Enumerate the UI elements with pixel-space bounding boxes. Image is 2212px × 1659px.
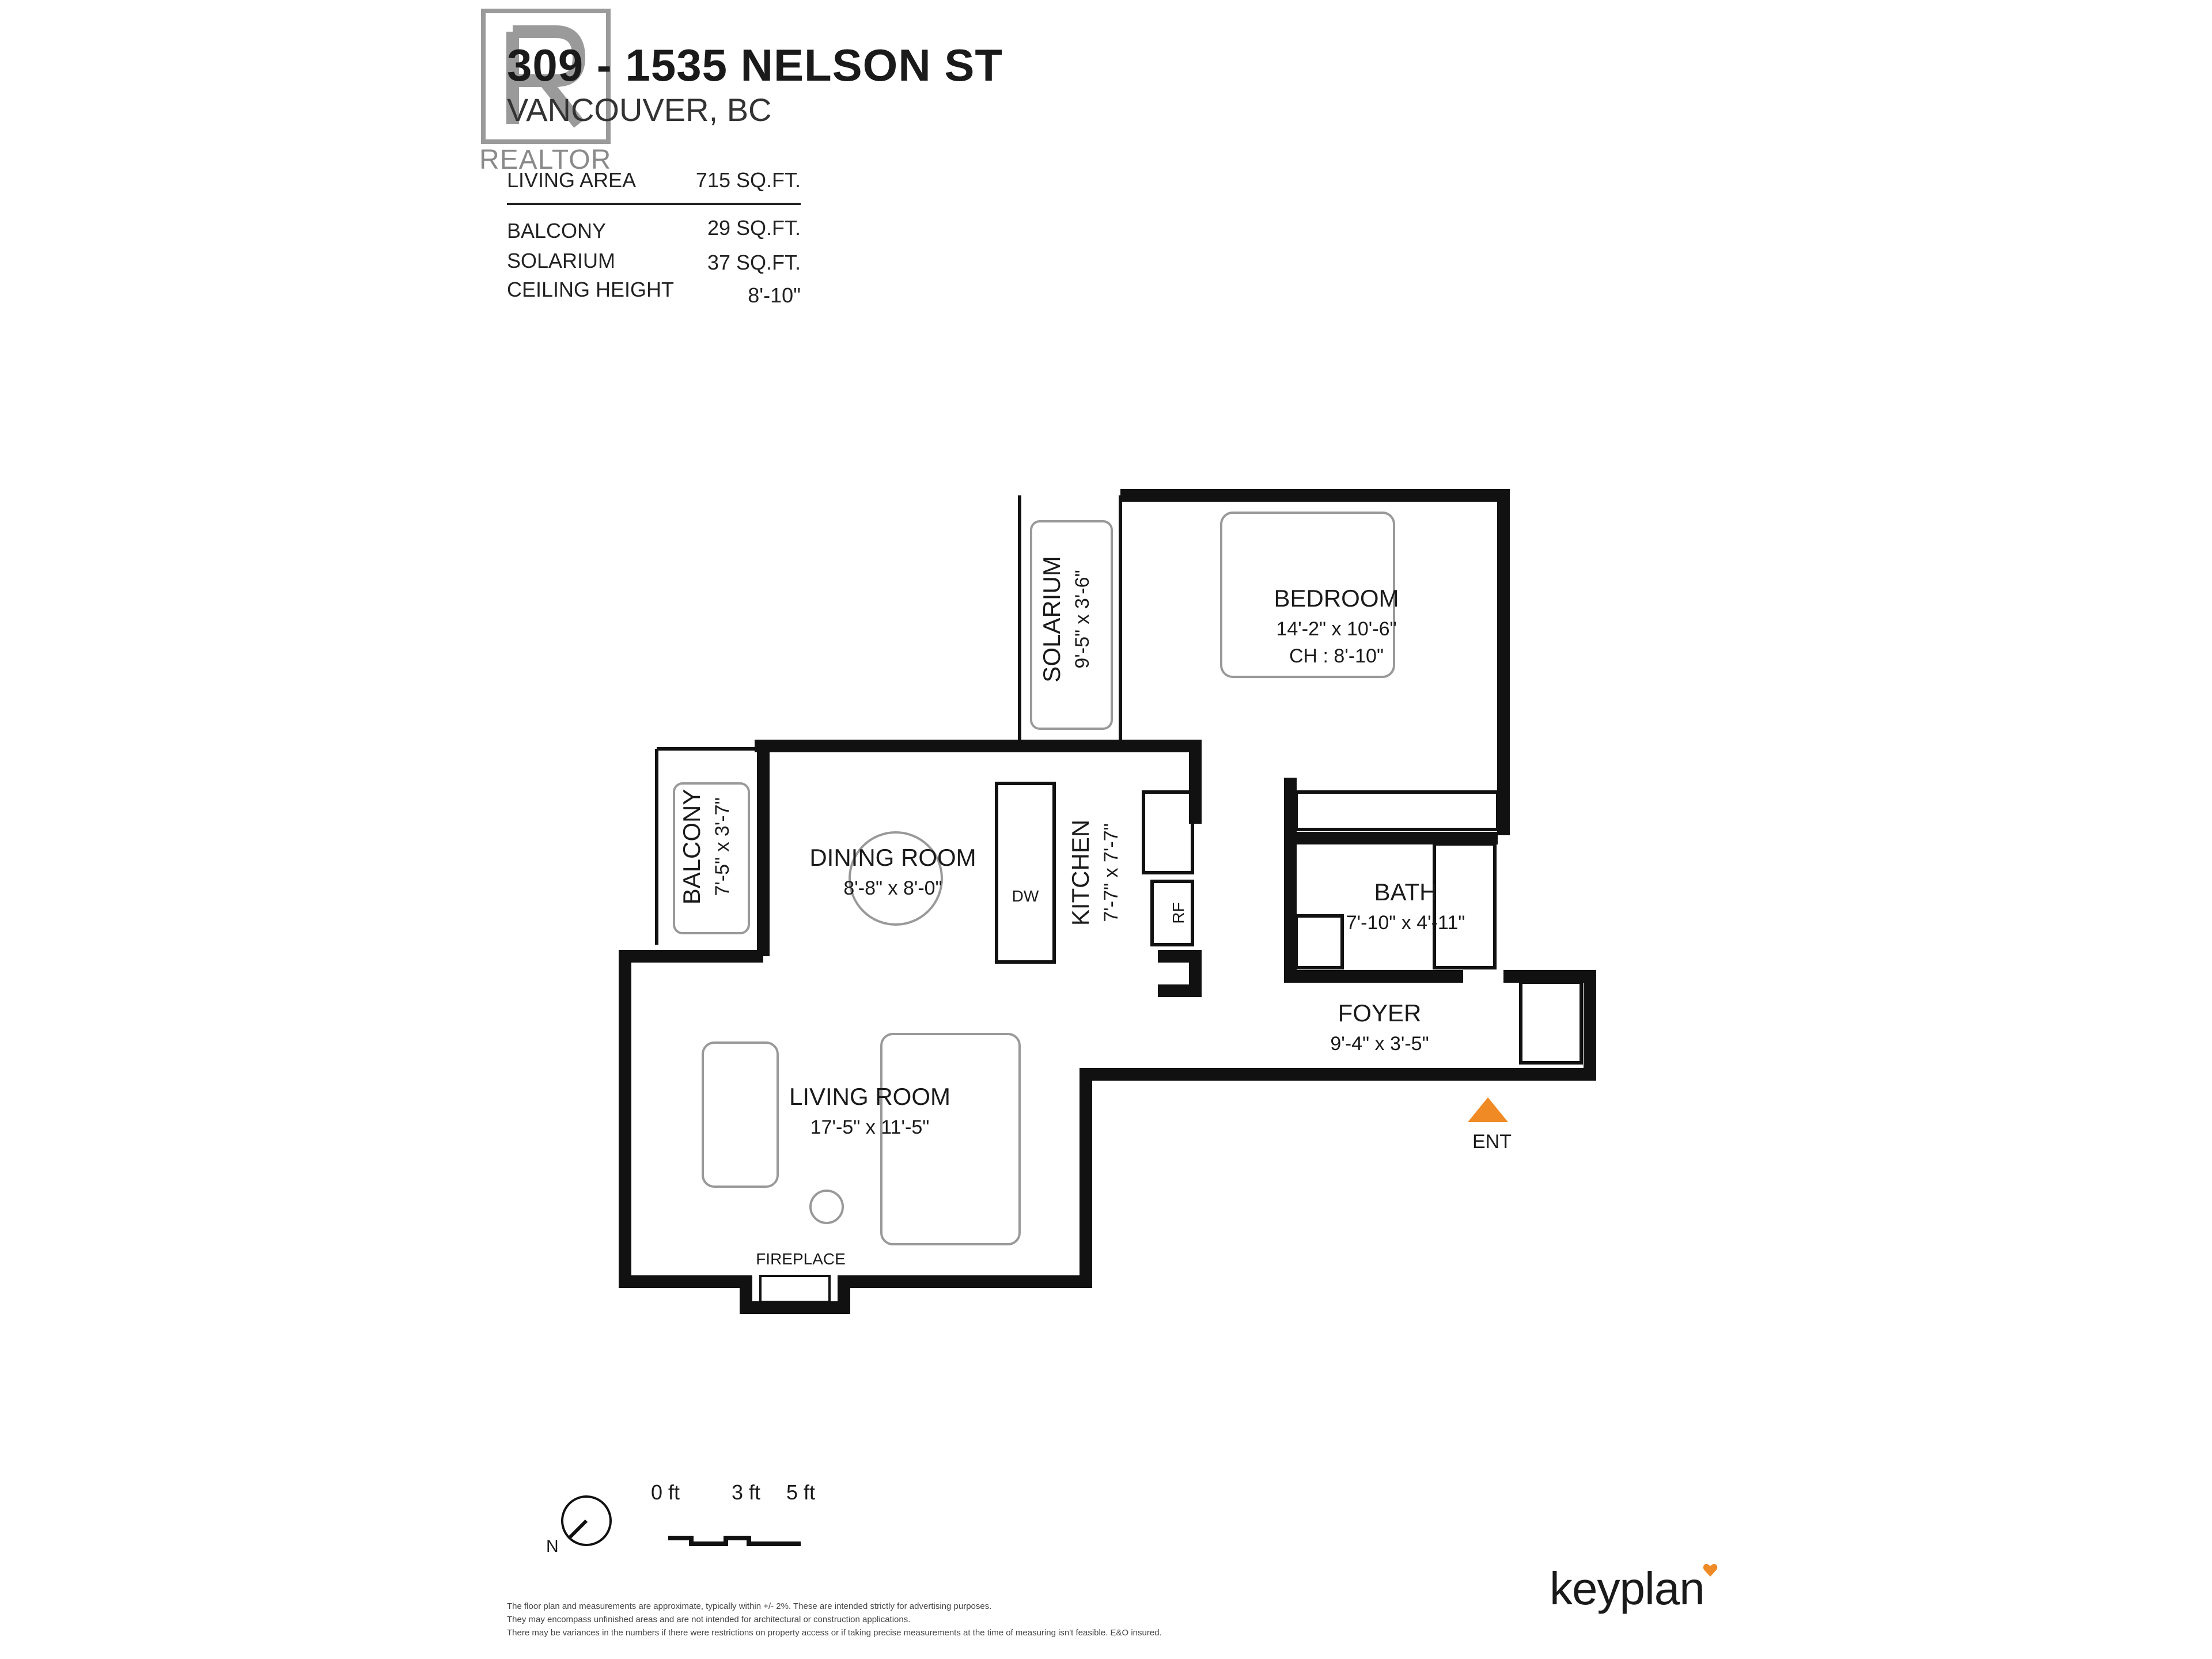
fridge-label: RF (1169, 902, 1187, 923)
stat-label-living-area: LIVING AREA (507, 168, 637, 192)
address-line-2: VANCOUVER, BC (507, 92, 772, 128)
bath-dims: 7'-10" x 4'-11" (1346, 912, 1465, 934)
heart-icon (1703, 1564, 1718, 1577)
dining-dims: 8'-8" x 8'-0" (843, 877, 942, 899)
living-label: LIVING ROOM (789, 1083, 950, 1110)
bedroom-ceiling: CH : 8'-10" (1289, 645, 1384, 667)
bath-label: BATH (1374, 878, 1437, 906)
stat-divider (507, 203, 801, 205)
furniture (673, 512, 1395, 1245)
entry-arrow-icon (1468, 1097, 1508, 1122)
living-dims: 17'-5" x 11'-5" (810, 1116, 930, 1138)
realtor-logo-text: REALTOR (479, 145, 612, 175)
scale-bar (668, 1536, 801, 1546)
stat-value-living-area: 715 SQ.FT. (695, 168, 801, 192)
balcony-label: BALCONY (678, 789, 705, 905)
disclaimer-line-1: The floor plan and measurements are appr… (507, 1601, 992, 1611)
disclaimer-line-3: There may be variances in the numbers if… (507, 1628, 1162, 1638)
north-label: N (546, 1537, 559, 1556)
keyplan-logo: keyplan (1550, 1563, 1705, 1614)
dishwasher-label: DW (1012, 887, 1039, 905)
bedroom-dims: 14'-2" x 10'-6" (1276, 618, 1396, 640)
stat-label-balcony: BALCONY (507, 219, 607, 243)
scale-label-0: 0 ft (651, 1480, 680, 1504)
disclaimer-line-2: They may encompass unfinished areas and … (507, 1615, 911, 1624)
solarium-dims: 9'-5" x 3'-6" (1071, 570, 1093, 668)
stat-label-ceiling-height: CEILING HEIGHT (507, 278, 675, 301)
solarium-label: SOLARIUM (1038, 556, 1065, 682)
realtor-logo-icon (481, 9, 611, 144)
stat-value-balcony: 29 SQ.FT. (707, 216, 801, 240)
foyer-label: FOYER (1338, 999, 1422, 1027)
fireplace-box (759, 1275, 831, 1303)
balcony-dims: 7'-5" x 3'-7" (711, 797, 733, 896)
dining-label: DINING ROOM (809, 844, 976, 871)
bedroom-label: BEDROOM (1274, 585, 1399, 612)
stat-label-solarium: SOLARIUM (507, 249, 616, 272)
fireplace-label: FIREPLACE (756, 1250, 846, 1268)
thin-walls (623, 495, 1583, 1238)
stat-value-solarium: 37 SQ.FT. (707, 251, 801, 274)
address-line-1: 309 - 1535 NELSON ST (507, 40, 1003, 90)
stat-value-ceiling-height: 8'-10" (748, 283, 801, 307)
entry-label: ENT (1472, 1131, 1512, 1153)
scale-label-3: 3 ft (732, 1480, 761, 1504)
kitchen-dims: 7'-7" x 7'-7" (1100, 823, 1122, 922)
foyer-dims: 9'-4" x 3'-5" (1330, 1033, 1429, 1055)
kitchen-label: KITCHEN (1067, 820, 1094, 926)
scale-label-5: 5 ft (786, 1480, 816, 1504)
compass-icon (561, 1495, 612, 1546)
